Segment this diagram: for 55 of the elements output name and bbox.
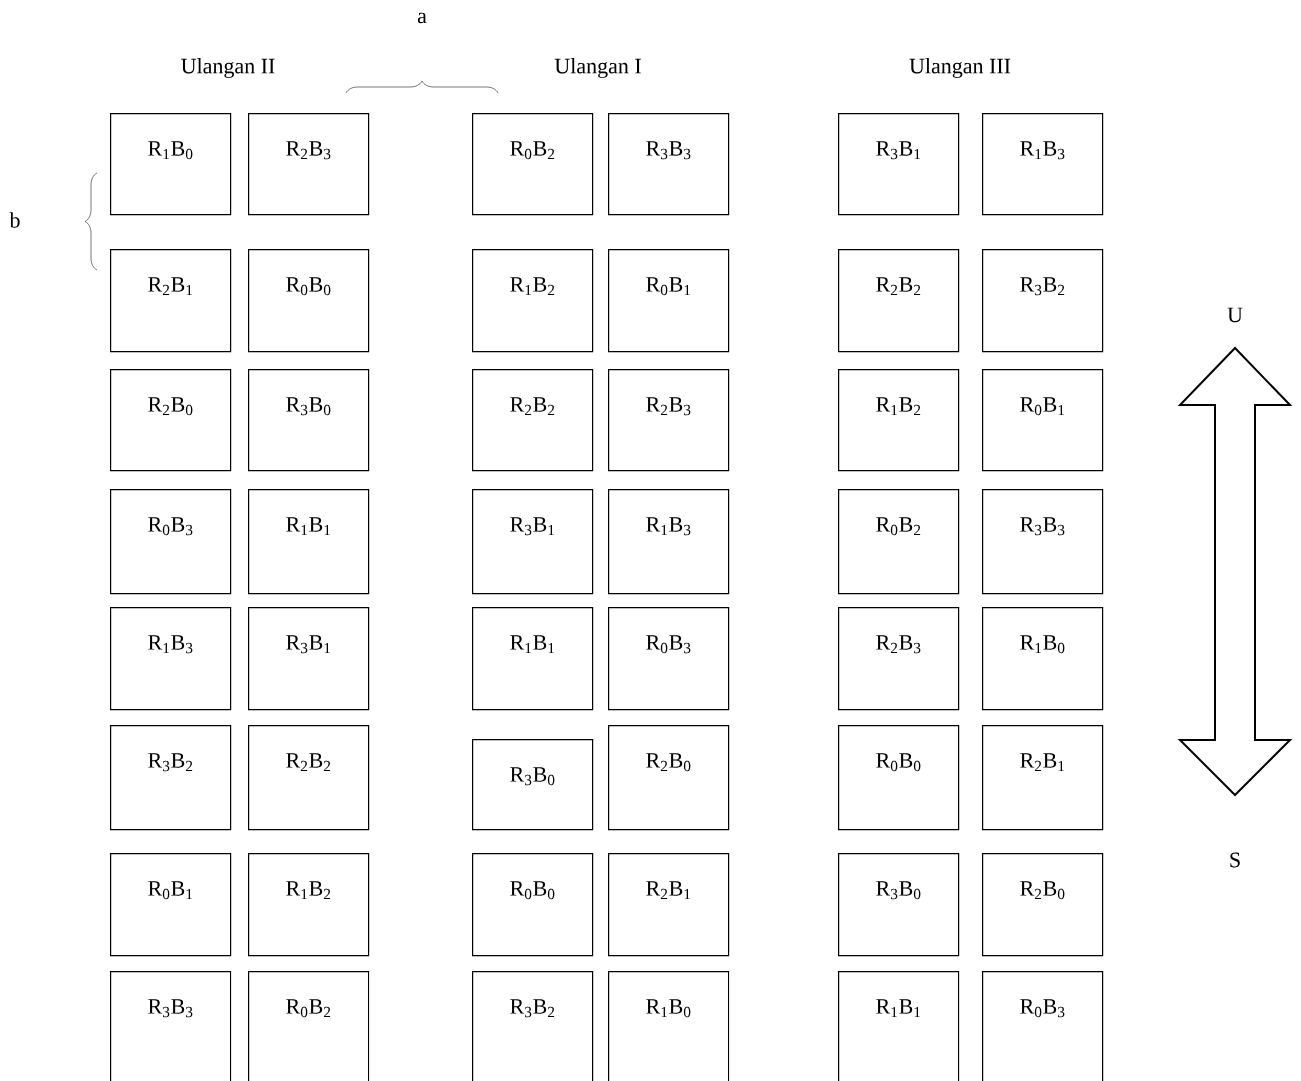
direction-label: S (1230, 852, 1240, 868)
column-heading: Ulangan II (181, 58, 275, 78)
plot-box: R$_{3}$B$_{3}$ (982, 489, 1104, 595)
plot-box: R$_{0}$B$_{1}$ (982, 369, 1104, 472)
plot-box: R$_{0}$B$_{2}$ (248, 971, 370, 1081)
plot-box: R$_{3}$B$_{3}$ (110, 971, 232, 1081)
plot-box: R$_{0}$B$_{0}$ (248, 249, 370, 353)
plot-box: R$_{3}$B$_{2}$ (110, 725, 232, 831)
plot-box: R$_{2}$B$_{3}$ (248, 113, 370, 216)
plot-box: R$_{1}$B$_{2}$ (248, 853, 370, 957)
plot-box: R$_{2}$B$_{1}$ (110, 249, 232, 353)
plot-box: R$_{3}$B$_{0}$ (838, 853, 960, 957)
plot-box: R$_{0}$B$_{0}$ (838, 725, 960, 831)
plot-box: R$_{1}$B$_{0}$ (608, 971, 730, 1081)
dimension-label: b (9, 212, 20, 228)
plot-box: R$_{2}$B$_{1}$ (608, 853, 730, 957)
plot-box: R$_{3}$B$_{0}$ (472, 739, 594, 831)
plot-box: R$_{1}$B$_{3}$ (608, 489, 730, 595)
plot-box: R$_{1}$B$_{3}$ (982, 113, 1104, 216)
dimension-label: a (417, 12, 427, 24)
plot-box: R$_{3}$B$_{1}$ (472, 489, 594, 595)
plot-box: R$_{3}$B$_{3}$ (608, 113, 730, 216)
plot-box: R$_{3}$B$_{2}$ (982, 249, 1104, 353)
column-heading: Ulangan III (909, 58, 1011, 78)
plot-box: R$_{2}$B$_{3}$ (608, 369, 730, 472)
plot-box: R$_{0}$B$_{1}$ (110, 853, 232, 957)
plot-box: R$_{1}$B$_{3}$ (110, 607, 232, 711)
column-heading: Ulangan I (554, 58, 641, 78)
plot-box: R$_{2}$B$_{0}$ (608, 725, 730, 831)
plot-box: R$_{0}$B$_{3}$ (982, 971, 1104, 1081)
plot-box: R$_{2}$B$_{0}$ (110, 369, 232, 472)
plot-box: R$_{3}$B$_{0}$ (248, 369, 370, 472)
plot-box: R$_{2}$B$_{2}$ (248, 725, 370, 831)
plot-box: R$_{3}$B$_{2}$ (472, 971, 594, 1081)
plot-box: R$_{3}$B$_{1}$ (838, 113, 960, 216)
plot-box: R$_{1}$B$_{0}$ (110, 113, 232, 216)
plot-box: R$_{0}$B$_{0}$ (472, 853, 594, 957)
plot-box: R$_{1}$B$_{0}$ (982, 607, 1104, 711)
plot-box: R$_{1}$B$_{2}$ (838, 369, 960, 472)
plot-box: R$_{1}$B$_{2}$ (472, 249, 594, 353)
plot-box: R$_{3}$B$_{1}$ (248, 607, 370, 711)
plot-box: R$_{2}$B$_{3}$ (838, 607, 960, 711)
plot-box: R$_{1}$B$_{1}$ (472, 607, 594, 711)
plot-box: R$_{2}$B$_{2}$ (472, 369, 594, 472)
plot-box: R$_{1}$B$_{1}$ (248, 489, 370, 595)
direction-label: U (1227, 307, 1243, 323)
plot-box: R$_{1}$B$_{1}$ (838, 971, 960, 1081)
plot-box: R$_{2}$B$_{1}$ (982, 725, 1104, 831)
plot-box: R$_{0}$B$_{3}$ (110, 489, 232, 595)
plot-box: R$_{0}$B$_{3}$ (608, 607, 730, 711)
plot-box: R$_{0}$B$_{1}$ (608, 249, 730, 353)
plot-box: R$_{2}$B$_{0}$ (982, 853, 1104, 957)
plot-box: R$_{0}$B$_{2}$ (838, 489, 960, 595)
plot-box: R$_{0}$B$_{2}$ (472, 113, 594, 216)
plot-box: R$_{2}$B$_{2}$ (838, 249, 960, 353)
